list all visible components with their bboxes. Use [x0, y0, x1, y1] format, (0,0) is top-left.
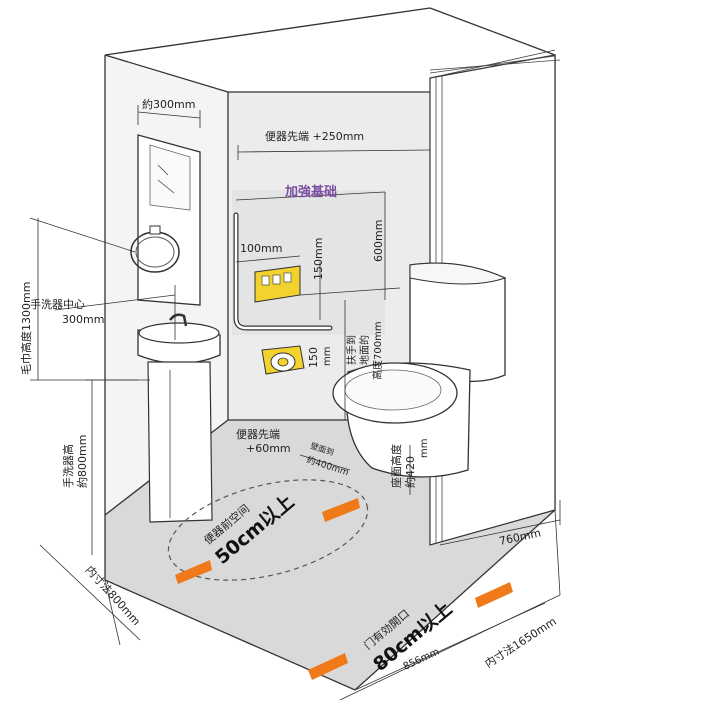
label-sink-height-b: 約800mm — [75, 435, 89, 488]
mirror — [137, 134, 201, 306]
label-150mm-lower-b: mm — [322, 347, 333, 366]
label-handrail-b: 地面的 — [358, 335, 371, 365]
control-panel — [254, 265, 301, 303]
label-600mm: 600mm — [372, 220, 385, 262]
label-sink-center-a: 手洗器中心 — [30, 297, 85, 311]
label-toilet-tip-250: 便器先端 +250mm — [265, 130, 364, 143]
label-handrail-c: 高度700mm — [371, 321, 384, 380]
ceiling-edge-left — [104, 54, 229, 93]
label-seat-height-c: mm — [419, 439, 430, 458]
label-150mm-upper: 150mm — [312, 238, 325, 280]
ceiling-edge-right — [429, 7, 556, 56]
ceiling-edge-top — [104, 7, 431, 56]
label-about-300: 約300mm — [142, 97, 195, 111]
front-space-arrow-left — [175, 560, 212, 584]
label-handrail-a: 扶手到 — [345, 335, 358, 365]
label-inner-1650: 内寸法1650mm — [482, 614, 559, 671]
toilet — [332, 262, 507, 478]
label-toilet-tip-60-b: +60mm — [246, 442, 291, 455]
door-arrow-right — [475, 582, 513, 608]
front-space-arrow-right — [322, 498, 360, 522]
front-space-ellipse — [167, 479, 369, 581]
label-towel-height: 毛巾高度1300mm — [19, 282, 33, 375]
door-arrow-left — [308, 653, 348, 680]
label-sink-height-a: 手洗器高 — [61, 444, 75, 488]
label-100mm: 100mm — [240, 242, 282, 255]
label-reinforce: 加強基础 — [284, 184, 337, 200]
label-toilet-tip-60-a: 便器先端 — [236, 428, 280, 441]
towel-ring — [130, 225, 180, 273]
label-seat-height-b: 約420 — [403, 456, 417, 488]
hand-wash-sink — [137, 313, 221, 523]
dimension-lines — [29, 105, 561, 701]
paper-holder — [261, 345, 305, 375]
label-seat-height-a: 座面高度 — [389, 444, 403, 488]
reinforce-zone — [232, 190, 385, 335]
label-sink-center-b: 300mm — [62, 313, 104, 326]
label-150mm-lower-a: 150 — [307, 347, 320, 368]
